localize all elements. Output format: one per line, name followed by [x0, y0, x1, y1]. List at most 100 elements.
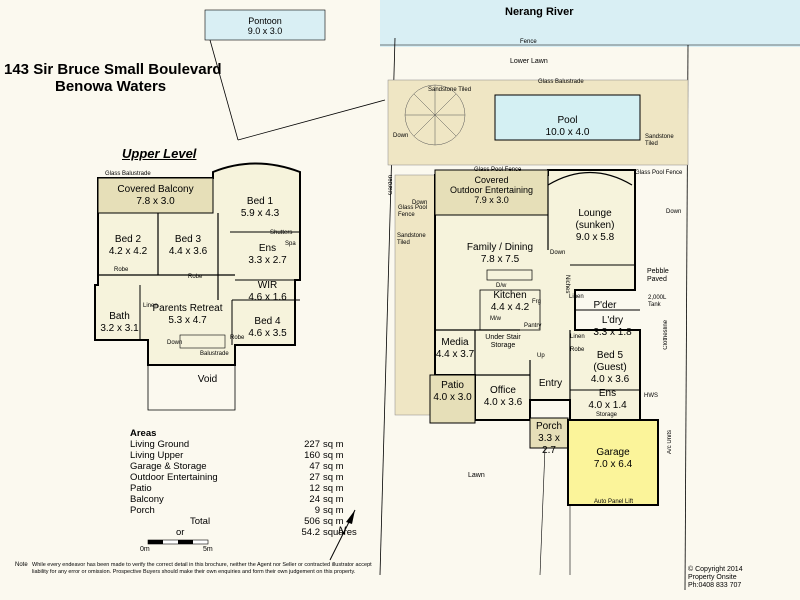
room-ens-ground: Ens 4.0 x 1.4: [588, 388, 627, 411]
label-sandstone-tiled-left: Sandstone Tiled: [397, 233, 426, 246]
areas-squares-row: or 54.2 squares: [130, 527, 357, 538]
label-linen-upper: Linen: [143, 303, 158, 309]
areas-row-value: 47: [309, 461, 320, 472]
room-bed5: Bed 5 (Guest) 4.0 x 3.6: [590, 350, 630, 385]
label-down-lounge: Down: [550, 250, 566, 256]
areas-row-unit: sq m: [323, 494, 344, 505]
void-outline: [147, 365, 236, 411]
label-fridge: Frg: [532, 299, 541, 305]
pontoon-area: [204, 9, 326, 41]
label-linen-1: Linen: [569, 294, 584, 300]
covered-balcony: [97, 177, 214, 214]
label-clothesline: Clothesline: [663, 320, 669, 350]
room-covered-outdoor: Covered Outdoor Entertaining 7.9 x 3.0: [449, 175, 534, 205]
label-pantry: Pantry: [524, 323, 542, 329]
room-bed4: Bed 4 4.6 x 3.5: [248, 316, 287, 339]
label-glass-pool-fence-1: Glass Pool Fence: [474, 167, 522, 173]
pontoon-ramp: [209, 39, 239, 141]
room-kitchen: Kitchen 4.4 x 4.2: [490, 290, 530, 313]
areas-row-label: Balcony: [130, 494, 164, 505]
room-office: Office 4.0 x 3.6: [483, 385, 523, 408]
label-sandstone-tiled-top: Sandstone Tiled: [428, 87, 472, 93]
room-covered-balcony: Covered Balcony 7.8 x 3.0: [117, 184, 194, 207]
areas-row-value: 12: [309, 483, 320, 494]
driveway-left: [539, 447, 546, 576]
patio-area: [429, 374, 476, 424]
upper-level-heading: Upper Level: [122, 146, 197, 161]
scale-bar: [147, 539, 209, 545]
room-bath: Bath 3.2 x 3.1: [100, 311, 139, 334]
room-pool: Pool 10.0 x 4.0: [545, 115, 590, 138]
room-media: Media 4.4 x 3.7: [435, 337, 475, 360]
label-down-top: Down: [393, 133, 409, 139]
areas-total-label: Total: [190, 516, 211, 527]
label-shutters: Shutters: [270, 230, 293, 236]
label-down-right: Down: [666, 209, 682, 215]
label-linen-2: Linen: [570, 334, 585, 340]
north-arrow-icon: [329, 509, 356, 561]
north-label: N: [338, 525, 346, 537]
label-spa: Spa: [285, 241, 296, 247]
river: [380, 0, 800, 47]
areas-heading: Areas: [130, 428, 157, 439]
room-wir: WIR 4.6 x 1.6: [248, 280, 287, 303]
note-text: While every endeavor has been made to ve…: [32, 562, 372, 575]
label-hws: HWS: [644, 393, 658, 399]
areas-row-label: Living Upper: [130, 450, 184, 461]
room-pder: P'der: [593, 300, 617, 311]
areas-row-value: 27: [309, 472, 320, 483]
river-label: Nerang River: [505, 6, 574, 18]
label-garden: Garden: [388, 175, 394, 196]
address-line2: Benowa Waters: [55, 78, 167, 95]
areas-row-unit: sq m: [323, 483, 344, 494]
room-under-stair: Under Stair Storage: [485, 334, 521, 349]
areas-row-value: 24: [309, 494, 320, 505]
label-storage: Storage: [596, 412, 618, 418]
areas-squares-value: 54.2: [301, 527, 321, 538]
label-down-left: Down: [412, 200, 428, 206]
pool-shape: [494, 94, 641, 141]
label-balustrade: Balustrade: [200, 351, 229, 357]
label-up: Up: [537, 353, 545, 359]
label-glass-balustrade: Glass Balustrade: [538, 79, 584, 85]
copyright: © Copyright 2014 Property Onsite Ph:0408…: [688, 566, 788, 590]
label-glass-pool-fence-3: Glass Pool Fence: [398, 205, 428, 218]
areas-row-label: Living Ground: [130, 439, 190, 450]
label-pebble-paved: Pebble Paved: [647, 268, 669, 283]
umbrella-icon: [404, 84, 466, 146]
areas-row-unit: sq m: [323, 439, 344, 450]
areas-row-label: Outdoor Entertaining: [130, 472, 218, 483]
room-parents-retreat: Parents Retreat 5.3 x 4.7: [152, 303, 223, 326]
covered-outdoor: [434, 169, 549, 216]
room-garage: Garage 7.0 x 6.4: [593, 447, 633, 470]
note-label: Note: [15, 562, 28, 568]
copyright-company: Property Onsite: [688, 574, 737, 581]
room-ens: Ens 3.3 x 2.7: [248, 243, 287, 266]
stairs-upper: [179, 334, 226, 349]
label-dishwasher: D/w: [496, 283, 507, 289]
label-tank: 2,000L Tank: [648, 295, 667, 308]
label-robe-1: Robe: [114, 267, 129, 273]
pontoon-name: Pontoon: [248, 16, 282, 26]
copyright-line1: © Copyright 2014: [688, 566, 743, 573]
copyright-year: Copyright 2014: [695, 566, 743, 573]
label-glass-balustrade-upper: Glass Balustrade: [105, 171, 151, 177]
scale-start: 0m: [140, 546, 150, 553]
upper-level-outline: [94, 162, 301, 366]
label-down-upper: Down: [167, 340, 183, 346]
label-glass-pool-fence-2: Glass Pool Fence: [635, 170, 683, 176]
areas-row-value: 160: [304, 450, 320, 461]
areas-or-label: or: [176, 527, 185, 538]
room-family-dining: Family / Dining 7.8 x 7.5: [466, 242, 534, 265]
areas-total-value: 506: [304, 516, 320, 527]
label-fence: Fence: [520, 39, 537, 45]
